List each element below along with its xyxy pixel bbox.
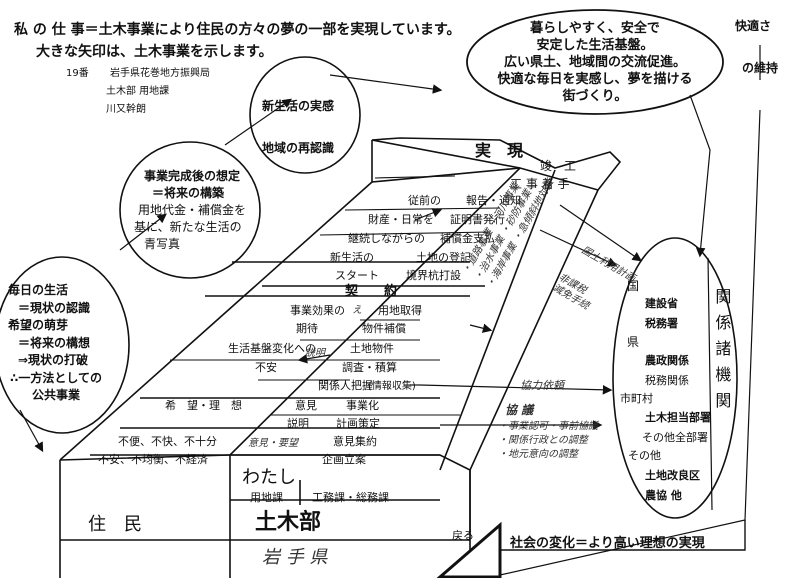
survey-label: 調査・積算 [342, 361, 397, 374]
completion-label: 竣 工 [540, 159, 577, 173]
acquisition-label: 用地取得 [378, 304, 422, 317]
planning-label: 計画策定 [336, 417, 380, 430]
circle2-text: 事業完成後の想定 ＝将来の構築 用地代金・補償金を 基に、新たな生活の 青写真 [134, 169, 247, 251]
agencies-ellipse [612, 237, 738, 519]
row1-right: 報告・通知 [466, 194, 521, 207]
return-label[interactable]: 戻る [452, 529, 474, 542]
return-triangle [436, 521, 502, 578]
big-arrow [59, 137, 622, 578]
construction-label: 工 事 着 手 [510, 177, 570, 191]
anxiety-label: 不安 [255, 361, 277, 374]
komuka-label: 工務課・総務課 [312, 491, 389, 504]
row5-left: スタート [335, 269, 379, 282]
cooperation-note: 協力依頼 [520, 379, 564, 392]
right-edge-line1: 快適さ [735, 19, 772, 33]
plan-draft-label: 企画立案 [322, 453, 366, 466]
row4-left: 新生活の [330, 251, 374, 264]
header-line2: 大きな矢印は、土木事業を示します。 [36, 44, 273, 60]
row2-right: 証明書発行 [450, 213, 505, 226]
author-name: 川又幹朗 [106, 104, 146, 115]
header-line1: 私 の 仕 事＝土木事業により住民の方々の夢の一部を実現しています。 [14, 22, 461, 38]
row4-right: 土地の登記 [416, 251, 471, 264]
opinion-request-hand: 意見・要望 [248, 438, 298, 449]
circle-after-completion [119, 141, 261, 279]
project-label: 事業化 [346, 399, 379, 412]
expectation-label: 期待 [296, 322, 318, 335]
agency-kuni: 国 [627, 279, 640, 293]
row5-right: 境界杭打設 [406, 269, 461, 282]
agency-tochikairyo: 土地改良区 [645, 469, 700, 482]
info-collect-label: (情報収集) [368, 381, 416, 392]
circle1-line2: 地域の再認識 [262, 141, 335, 155]
agency-ken: 県 [627, 335, 640, 349]
section-name: 土木部 用地課 [106, 86, 170, 97]
anxiety2-label: 不安、不均衡、不経済 [98, 453, 208, 466]
row3-left: 継続しながらの [348, 232, 425, 245]
circle3-text: 毎日の生活 ＝現状の認識 希望の萌芽 ＝将来の構想 ⇒現状の打破 ∴一方法として… [8, 283, 102, 402]
hope-label: 希 望・理 想 [165, 399, 242, 412]
realization-label: 実 現 [475, 141, 524, 160]
goal-ellipse [466, 9, 724, 115]
consultation-note: 協 議 [505, 403, 534, 417]
land-property-label: 土地物件 [350, 342, 394, 355]
inconvenience-label: 不便、不快、不十分 [118, 435, 217, 448]
row2-left: 財産・日常を [368, 213, 434, 226]
agency-nokyo: 農協 他 [645, 489, 682, 502]
goal-text: 暮らしやすく、安全で 安定した生活基盤。 広い県土、地域間の交流促進。 快適な毎… [497, 21, 693, 104]
iwate-label: 岩 手 県 [262, 547, 328, 568]
jumin-label: 住 民 [88, 514, 142, 535]
effect-label: 事業効果の [290, 304, 345, 317]
contract-label: 契 約 [345, 284, 398, 299]
society-change-label: 社会の変化＝より高い理想の実現 [510, 536, 705, 551]
consultation-items: ・事業認可・事前協議 ・関係行政との調整 ・地元意向の調整 [498, 421, 598, 460]
stakeholder-label: 関係人把握 [318, 379, 373, 392]
change-label: 生活基盤変化への [228, 342, 316, 355]
dobokubu-label: 土木部 [255, 509, 322, 535]
agency-shichoson: 市町村 [620, 392, 653, 405]
explain-hand: 説明 [305, 348, 325, 359]
agency-zeimu: 税務関係 [645, 374, 689, 387]
opinion-label: 意見 [295, 399, 317, 412]
row1-left: 従前の [408, 194, 441, 207]
right-edge-line2: の維持 [742, 61, 779, 75]
agency-sonota-zenbu: その他全部署 [642, 431, 708, 444]
row3-right: 補償金支払 [440, 232, 495, 245]
agency-sonota: その他 [628, 449, 661, 462]
yochika-label: 用地課 [250, 491, 283, 504]
effect-suffix: え [352, 305, 362, 316]
watashi-label: わたし [242, 467, 296, 488]
explain2-label: 説明 [287, 417, 309, 430]
agency-kensetsusho: 建設省 [645, 297, 678, 310]
circle-new-life [249, 56, 361, 174]
property-comp-label: 物件補償 [362, 322, 406, 335]
circle1-line1: 新生活の実感 [262, 99, 335, 113]
office-name: 岩手県花巻地方振興局 [110, 68, 210, 79]
agency-zeimusho: 税務署 [645, 317, 678, 330]
opinion-gather-label: 意見集約 [333, 435, 377, 448]
agency-nosei: 農政関係 [645, 354, 689, 367]
agency-doboku: 土木担当部署 [645, 411, 711, 424]
entry-number: 19番 [66, 68, 89, 79]
agencies-title: 関係諸機関 [712, 288, 732, 418]
circle-daily-life [0, 256, 130, 434]
